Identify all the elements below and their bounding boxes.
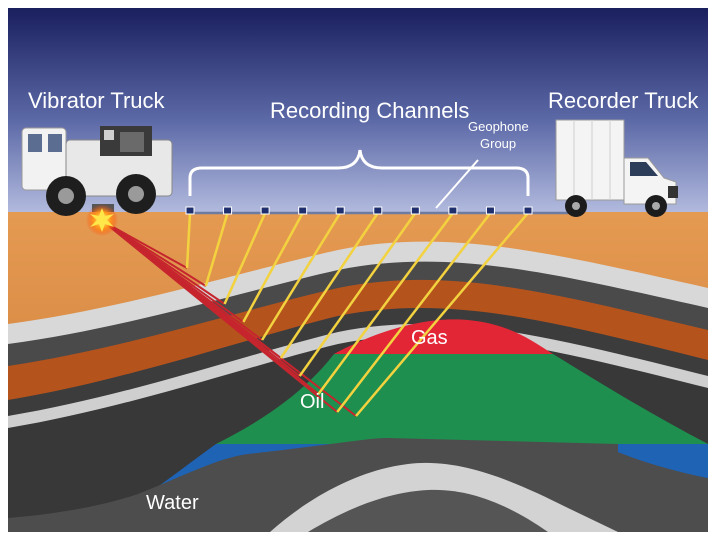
geophone-icon xyxy=(373,206,383,215)
reflected-ray xyxy=(261,212,342,341)
reflected-ray xyxy=(204,212,229,287)
burst-star-icon xyxy=(90,208,114,232)
reflected-ray xyxy=(355,212,529,417)
reflected-ray xyxy=(242,212,304,323)
reflected-ray xyxy=(279,212,379,359)
water-zone-right xyxy=(618,444,708,478)
geophone-group-pointer xyxy=(435,159,479,209)
geophone-icon xyxy=(335,206,345,215)
seismic-survey-diagram: Vibrator Truck Recording Channels Record… xyxy=(8,8,708,532)
reflected-ray xyxy=(185,212,192,269)
water-label: Water xyxy=(146,492,199,514)
recording-channels-bracket xyxy=(188,149,530,196)
geophone-icon xyxy=(410,206,420,215)
vibrator-truck-icon xyxy=(21,126,173,216)
downgoing-rays xyxy=(103,221,357,417)
geophone-icon xyxy=(448,206,458,215)
geophone-icon xyxy=(298,206,308,215)
vibrator-truck-label: Vibrator Truck xyxy=(28,88,166,113)
gas-label: Gas xyxy=(411,327,448,349)
geophone-icon xyxy=(223,206,233,215)
recording-channels-label: Recording Channels xyxy=(270,98,469,123)
reflected-ray xyxy=(336,212,492,413)
recorder-truck-label: Recorder Truck xyxy=(548,88,699,113)
geophone-icon xyxy=(260,206,270,215)
oil-label: Oil xyxy=(300,391,324,413)
reflected-ray xyxy=(298,212,417,377)
geophone-icon xyxy=(523,206,533,215)
downgoing-ray xyxy=(103,221,338,413)
reflected-ray xyxy=(223,212,267,305)
geophone-array xyxy=(185,206,533,215)
downgoing-ray xyxy=(103,221,357,417)
geophone-group-label-line2: Group xyxy=(480,136,516,151)
geophone-group-label-line1: Geophone xyxy=(468,119,529,134)
geophone-icon xyxy=(485,206,495,215)
reflected-ray xyxy=(317,212,454,395)
geophone-icon xyxy=(185,206,195,215)
recorder-truck-icon xyxy=(555,119,678,217)
lower-dark-core xyxy=(308,489,548,532)
oil-zone xyxy=(216,354,708,444)
reflected-rays xyxy=(185,212,529,417)
